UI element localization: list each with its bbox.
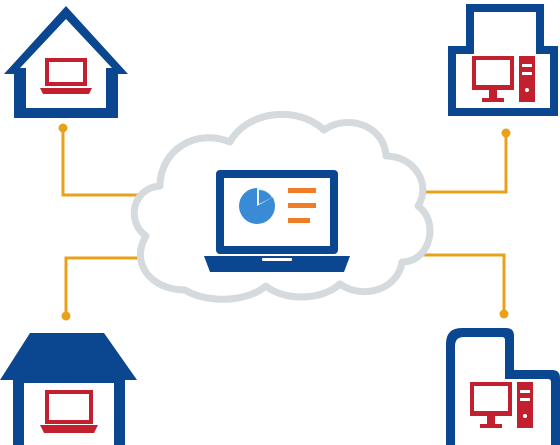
connector-top-left <box>61 128 142 197</box>
bar-list-icon <box>288 188 316 223</box>
connector-bottom-right <box>410 253 506 314</box>
pie-chart-icon <box>239 187 275 224</box>
connector-top-right <box>410 133 508 194</box>
connector-bottom-left <box>64 256 150 316</box>
house-icon <box>0 333 137 445</box>
connector-dot-top-right <box>501 128 511 138</box>
connector-dot-bottom-left <box>61 311 71 321</box>
connector-dot-bottom-right <box>499 309 509 319</box>
connector-dot-top-left <box>58 123 68 133</box>
office-building-icon <box>448 4 558 116</box>
laptop-icon <box>40 58 92 94</box>
desktop-computer-icon <box>472 56 535 102</box>
connectors <box>58 123 511 321</box>
laptop-dashboard-icon <box>204 170 350 272</box>
office-building-icon <box>446 328 560 445</box>
house-icon <box>4 6 128 118</box>
desktop-computer-icon <box>470 382 533 428</box>
laptop-icon <box>40 390 98 433</box>
